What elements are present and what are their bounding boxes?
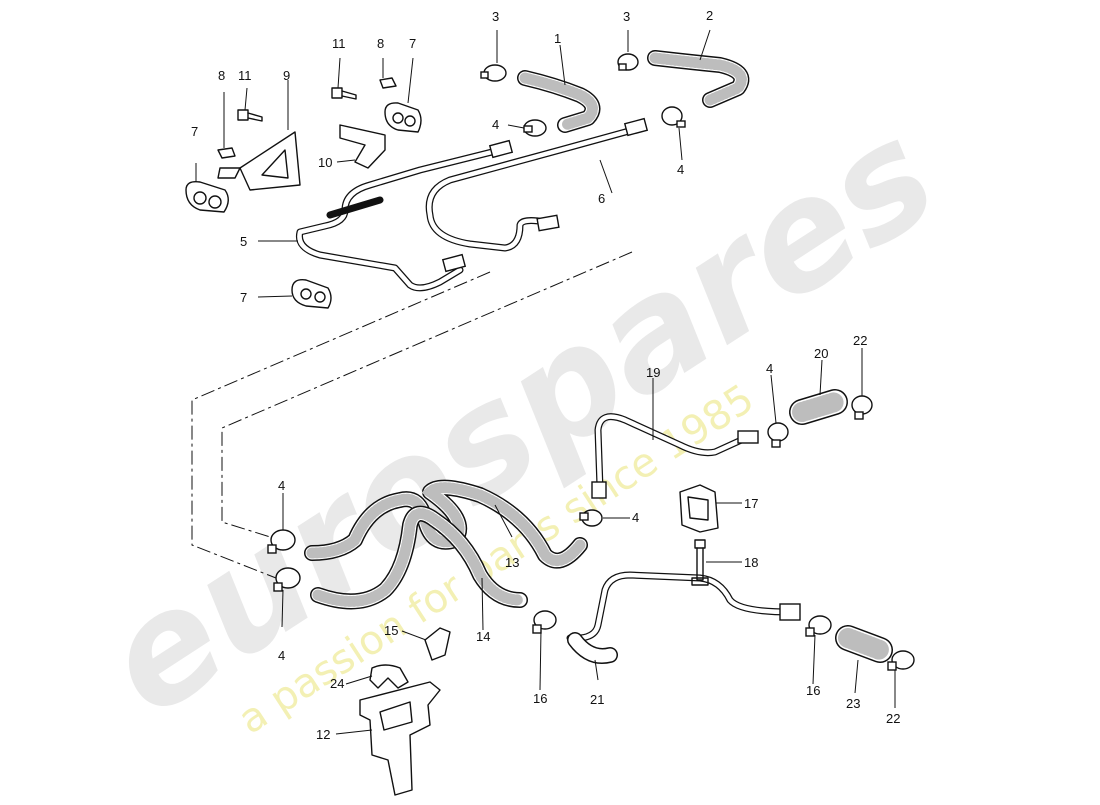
watermark: eurospares a passion for parts since 198… — [75, 88, 965, 750]
callout-21: 21 — [590, 692, 604, 707]
clip-7-mid[interactable] — [291, 279, 332, 309]
sleeve-20[interactable] — [789, 389, 848, 425]
sleeve-23[interactable] — [835, 625, 893, 663]
callout-10: 10 — [318, 155, 332, 170]
clip-17[interactable] — [679, 484, 719, 533]
clamps-lower[interactable] — [267, 395, 915, 671]
callout-4: 4 — [278, 478, 285, 493]
callout-2: 2 — [706, 8, 713, 23]
callout-3: 3 — [492, 9, 499, 24]
pipe-21[interactable] — [566, 571, 801, 664]
pipe-6[interactable] — [425, 117, 649, 252]
clip-24[interactable] — [369, 664, 409, 689]
clip-7-top[interactable] — [384, 102, 422, 133]
callout-3: 3 — [623, 9, 630, 24]
callout-12: 12 — [316, 727, 330, 742]
callout-17: 17 — [744, 496, 758, 511]
clip-15[interactable] — [424, 627, 451, 661]
callout-23: 23 — [846, 696, 860, 711]
callout-14: 14 — [476, 629, 490, 644]
callout-6: 6 — [598, 191, 605, 206]
callout-16: 16 — [533, 691, 547, 706]
callout-4: 4 — [492, 117, 499, 132]
bracket-10[interactable] — [339, 124, 386, 169]
callout-4: 4 — [766, 361, 773, 376]
callout-4: 4 — [632, 510, 639, 525]
bolt-11[interactable] — [237, 87, 357, 122]
callout-24: 24 — [330, 676, 344, 691]
callout-5: 5 — [240, 234, 247, 249]
callout-4: 4 — [677, 162, 684, 177]
callout-20: 20 — [814, 346, 828, 361]
callout-8: 8 — [377, 36, 384, 51]
pipe-5[interactable] — [295, 139, 514, 292]
callouts: 1 2 3 3 4 4 4 4 4 4 5 6 7 7 7 8 8 9 10 1… — [191, 8, 900, 742]
callout-1: 1 — [554, 31, 561, 46]
clamps-upper[interactable] — [480, 53, 686, 137]
callout-19: 19 — [646, 365, 660, 380]
callout-11: 11 — [332, 36, 346, 51]
callout-18: 18 — [744, 555, 758, 570]
clip-7-left[interactable] — [185, 180, 229, 213]
callout-11: 11 — [238, 68, 252, 83]
callout-22: 22 — [853, 333, 867, 348]
bolt-18[interactable] — [691, 539, 709, 586]
callout-16: 16 — [806, 683, 820, 698]
clip-8[interactable] — [217, 77, 397, 159]
callout-15: 15 — [384, 623, 398, 638]
callout-7: 7 — [240, 290, 247, 305]
watermark-brand: eurospares — [75, 88, 965, 750]
bracket-12[interactable] — [359, 681, 441, 796]
callout-9: 9 — [283, 68, 290, 83]
leader-lines — [195, 29, 896, 735]
callout-4: 4 — [278, 648, 285, 663]
bracket-9[interactable] — [217, 131, 301, 191]
hose-1[interactable] — [517, 70, 601, 133]
callout-8: 8 — [218, 68, 225, 83]
callout-7: 7 — [191, 124, 198, 139]
callout-7: 7 — [409, 36, 416, 51]
assembly-lines — [191, 251, 633, 579]
callout-22: 22 — [886, 711, 900, 726]
hose-14[interactable] — [310, 505, 528, 610]
hose-2[interactable] — [647, 50, 750, 108]
callout-13: 13 — [505, 555, 519, 570]
